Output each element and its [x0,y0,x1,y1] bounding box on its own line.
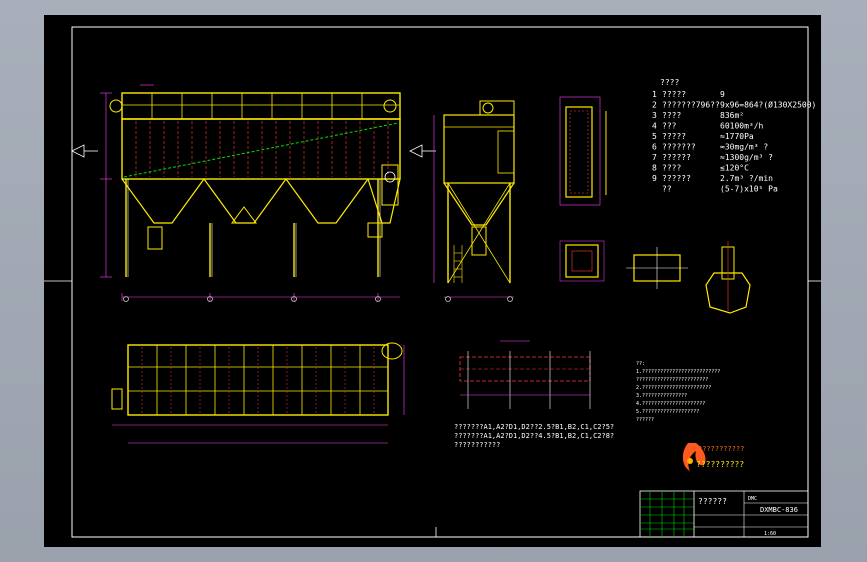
spec-row-value: ≈1770Pa [720,132,754,141]
svg-text:??????: ?????? [636,417,654,423]
spec-row-value: 60100m³/h [720,122,764,131]
spec-row-name: ???? [662,111,681,120]
spec-row-no: 1 [652,90,657,99]
spec-table-header: ???? [660,78,679,87]
svg-text:???????A1,A2?D1,D2??4.5?B1,B2,: ???????A1,A2?D1,D2??4.5?B1,B2,C1,C2?8? [454,432,614,440]
spec-row-no: 5 [652,132,657,141]
spec-row-value: (5-7)x10⁵ Pa [720,185,778,194]
spec-row-name: ????? [662,132,686,141]
spec-row-value: ≈1300g/m³ ? [720,153,773,162]
spec-row-name: ?? [662,185,672,194]
svg-text:1.??????????????????????????: 1.?????????????????????????? [636,369,720,375]
svg-text:2.???????????????????????: 2.??????????????????????? [636,385,711,391]
spec-row-name: ?????? [662,153,691,162]
svg-text:5.???????????????????: 5.??????????????????? [636,409,699,415]
drawing-canvas: ????1?????92???????796??9x96=864?(Ø130X2… [44,26,821,538]
technical-notes: ??: 1.?????????????????????????? ???????… [636,361,720,423]
spec-row-no: 4 [652,122,657,131]
foundation-plan-view [459,340,591,409]
load-notes: ???????A1,A2?D1,D2??2.5?B1,B2,C1,C2?5? ?… [454,423,614,449]
spec-row-no: 7 [652,153,657,162]
company-logo: ??????????? ?????????? [682,443,744,471]
spec-row-name: ????? [662,90,686,99]
svg-text:3.???????????????: 3.??????????????? [636,393,687,399]
svg-text:????????????????????????: ???????????????????????? [636,377,708,383]
spec-row-no: 6 [652,143,657,152]
spec-row-no: 2 [652,101,657,110]
side-elevation-view [433,100,515,302]
svg-text:???????????: ??????????? [454,441,500,449]
svg-text:??????????: ?????????? [696,460,744,469]
spec-row-value: 836m² [720,111,744,120]
svg-text:DMC: DMC [748,496,757,502]
spec-row-name: ???? [662,164,681,173]
spec-row-name: ??????? [662,143,696,152]
spec-row-name: ??? [662,122,677,131]
spec-row-value: 9x96=864?(Ø130X2500) [720,100,816,110]
plan-view [111,342,405,444]
detail-views [559,96,751,314]
svg-text:??????: ?????? [698,497,727,506]
spec-row-name: ???????796?? [662,101,720,110]
spec-row-no: 9 [652,174,657,183]
svg-text:DXMBC-836: DXMBC-836 [760,506,798,514]
svg-text:???????????: ??????????? [698,445,744,453]
spec-row-no: 3 [652,111,657,120]
svg-text:??:: ??: [636,361,645,367]
spec-row-no: 8 [652,164,657,173]
front-elevation-view [71,84,436,302]
drawing-border [71,26,809,538]
svg-text:???????A1,A2?D1,D2??2.5?B1,B2,: ???????A1,A2?D1,D2??2.5?B1,B2,C1,C2?5? [454,423,614,431]
svg-text:4.?????????????????????: 4.????????????????????? [636,401,705,407]
spec-row-name: ?????? [662,174,691,183]
spec-table: ????1?????92???????796??9x96=864?(Ø130X2… [652,78,816,194]
title-block: ?????? DMC DXMBC-836 1:60 [639,490,809,538]
svg-text:1:60: 1:60 [764,531,776,537]
spec-row-value: 9 [720,90,725,99]
spec-row-value: ≤120°C [720,164,749,173]
spec-row-value: ≈30mg/m³ ? [720,143,768,152]
spec-row-value: 2.7m³ ?/min [720,174,773,183]
